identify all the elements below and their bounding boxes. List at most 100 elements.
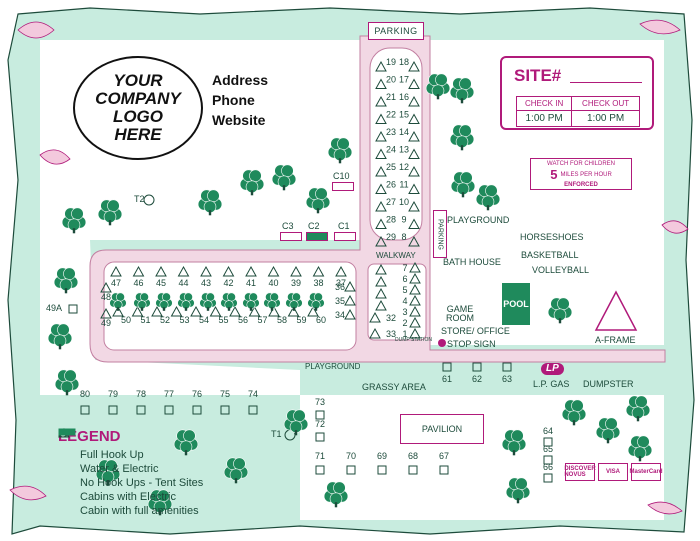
pavilion: PAVILION — [400, 414, 484, 444]
tree-icon — [505, 477, 531, 504]
site-number: 36 — [335, 282, 345, 292]
site-number: 19 — [386, 57, 396, 67]
water-electric-site — [108, 405, 118, 415]
site-number: 54 — [199, 315, 209, 325]
site-number: 52 — [160, 315, 170, 325]
site-number: 25 — [386, 162, 396, 172]
tree-trunk — [461, 192, 465, 198]
water-electric-site — [442, 362, 452, 372]
full-hookup-site — [375, 200, 387, 212]
a-frame-label: A-FRAME — [595, 335, 636, 345]
full-hookup-site — [375, 148, 387, 159]
site-number: 23 — [386, 127, 396, 137]
site-number: 61 — [442, 374, 452, 384]
tree-icon — [133, 292, 151, 311]
site-number: 20 — [386, 75, 396, 85]
full-hookup-site — [112, 305, 124, 317]
site-number-line[interactable] — [570, 82, 642, 83]
full-hookup-site — [408, 218, 420, 229]
site-number: 39 — [291, 278, 301, 288]
basketball-label: BASKETBALL — [521, 250, 579, 260]
tree-canopy — [557, 297, 570, 310]
site-number: 18 — [399, 57, 409, 67]
tree-trunk — [184, 307, 188, 311]
tree-trunk — [572, 420, 576, 426]
tree-trunk — [460, 145, 464, 151]
site-number: 3 — [402, 307, 407, 317]
bath-house-label: BATH HOUSE — [443, 257, 501, 267]
site-number: 73 — [315, 397, 325, 407]
site-number: 28 — [386, 215, 396, 225]
legend-label: Cabin with full amenities — [80, 505, 199, 517]
full-hookup-site — [375, 183, 387, 194]
site-number: 56 — [238, 315, 248, 325]
site-number: 29 — [386, 232, 396, 242]
full-hookup-site — [375, 60, 387, 72]
full-hookup-site — [190, 305, 202, 317]
speed-limit-sign: WATCH FOR CHILDREN 5 MILES PER HOUR ENFO… — [530, 158, 632, 190]
site-number: 17 — [399, 75, 409, 85]
site-number: 76 — [192, 389, 202, 399]
grassy-area-label: GRASSY AREA — [362, 382, 426, 392]
full-hookup-site — [155, 265, 167, 277]
site-number: 62 — [472, 374, 482, 384]
full-hookup-site — [408, 78, 420, 89]
volleyball-label: VOLLEYBALL — [532, 265, 590, 275]
tree-icon — [283, 409, 309, 436]
water-electric-site — [315, 432, 325, 442]
tree-canopy — [637, 435, 650, 448]
full-hookup-site — [408, 165, 420, 177]
cabin-c1[interactable] — [334, 232, 356, 241]
tree-icon — [449, 77, 475, 104]
cabin-c1-label: C1 — [338, 221, 350, 231]
water-electric-site — [220, 405, 230, 415]
full-hookup-site — [268, 305, 280, 317]
full-hookup-site — [375, 130, 387, 142]
full-hookup-site — [245, 265, 257, 277]
full-hookup-site — [287, 305, 300, 317]
site-number: 79 — [108, 389, 118, 399]
site-number: 75 — [220, 389, 230, 399]
map-legend: LEGEND Full Hook Up Water & Electric No … — [58, 428, 203, 518]
cabin-c2[interactable] — [306, 232, 328, 241]
tree-trunk — [282, 185, 286, 191]
site-number: 43 — [201, 278, 211, 288]
tree-trunk — [206, 307, 210, 311]
site-number: 26 — [386, 180, 396, 190]
full-hookup-site — [229, 305, 241, 317]
legend-title: LEGEND — [58, 428, 121, 445]
site-number: 45 — [156, 278, 166, 288]
full-hookup-site — [131, 305, 144, 317]
full-hookup-site — [408, 183, 420, 194]
mastercard-icon: MasterCard — [630, 463, 663, 481]
tree-canopy — [460, 171, 473, 185]
legend-label: No Hook Ups - Tent Sites — [80, 477, 204, 489]
speed-sign-line1: WATCH FOR CHILDREN — [547, 161, 615, 167]
cabin-c3[interactable] — [280, 232, 302, 241]
cabin-c10[interactable] — [332, 182, 354, 191]
dump-station-label: DUMP STATION — [395, 337, 432, 343]
cabin-c2-label: C2 — [308, 221, 320, 231]
tree-canopy — [571, 399, 584, 412]
tree-icon — [47, 323, 73, 350]
tree-icon — [109, 292, 127, 311]
stop-sign-icon — [438, 339, 446, 347]
full-hookup-site — [409, 272, 421, 284]
tree-canopy — [635, 395, 648, 408]
tree-icon — [625, 395, 651, 422]
tree-trunk — [106, 480, 110, 486]
discover-card-icon: DISCOVER NOVUS — [564, 463, 596, 481]
check-out-label: CHECK OUT — [571, 96, 640, 111]
site-number: 10 — [399, 197, 409, 207]
full-hookup-site — [375, 165, 387, 177]
tree-canopy — [205, 292, 215, 302]
full-hookup-site — [375, 95, 387, 107]
tree-canopy — [233, 457, 246, 470]
tree-trunk — [72, 228, 76, 234]
site-number: 71 — [315, 451, 325, 461]
tree-trunk — [334, 502, 338, 508]
legend-full-hook-up: Full Hook Up — [58, 428, 203, 462]
full-hookup-site — [312, 265, 325, 277]
site-title: SITE# — [514, 66, 562, 85]
